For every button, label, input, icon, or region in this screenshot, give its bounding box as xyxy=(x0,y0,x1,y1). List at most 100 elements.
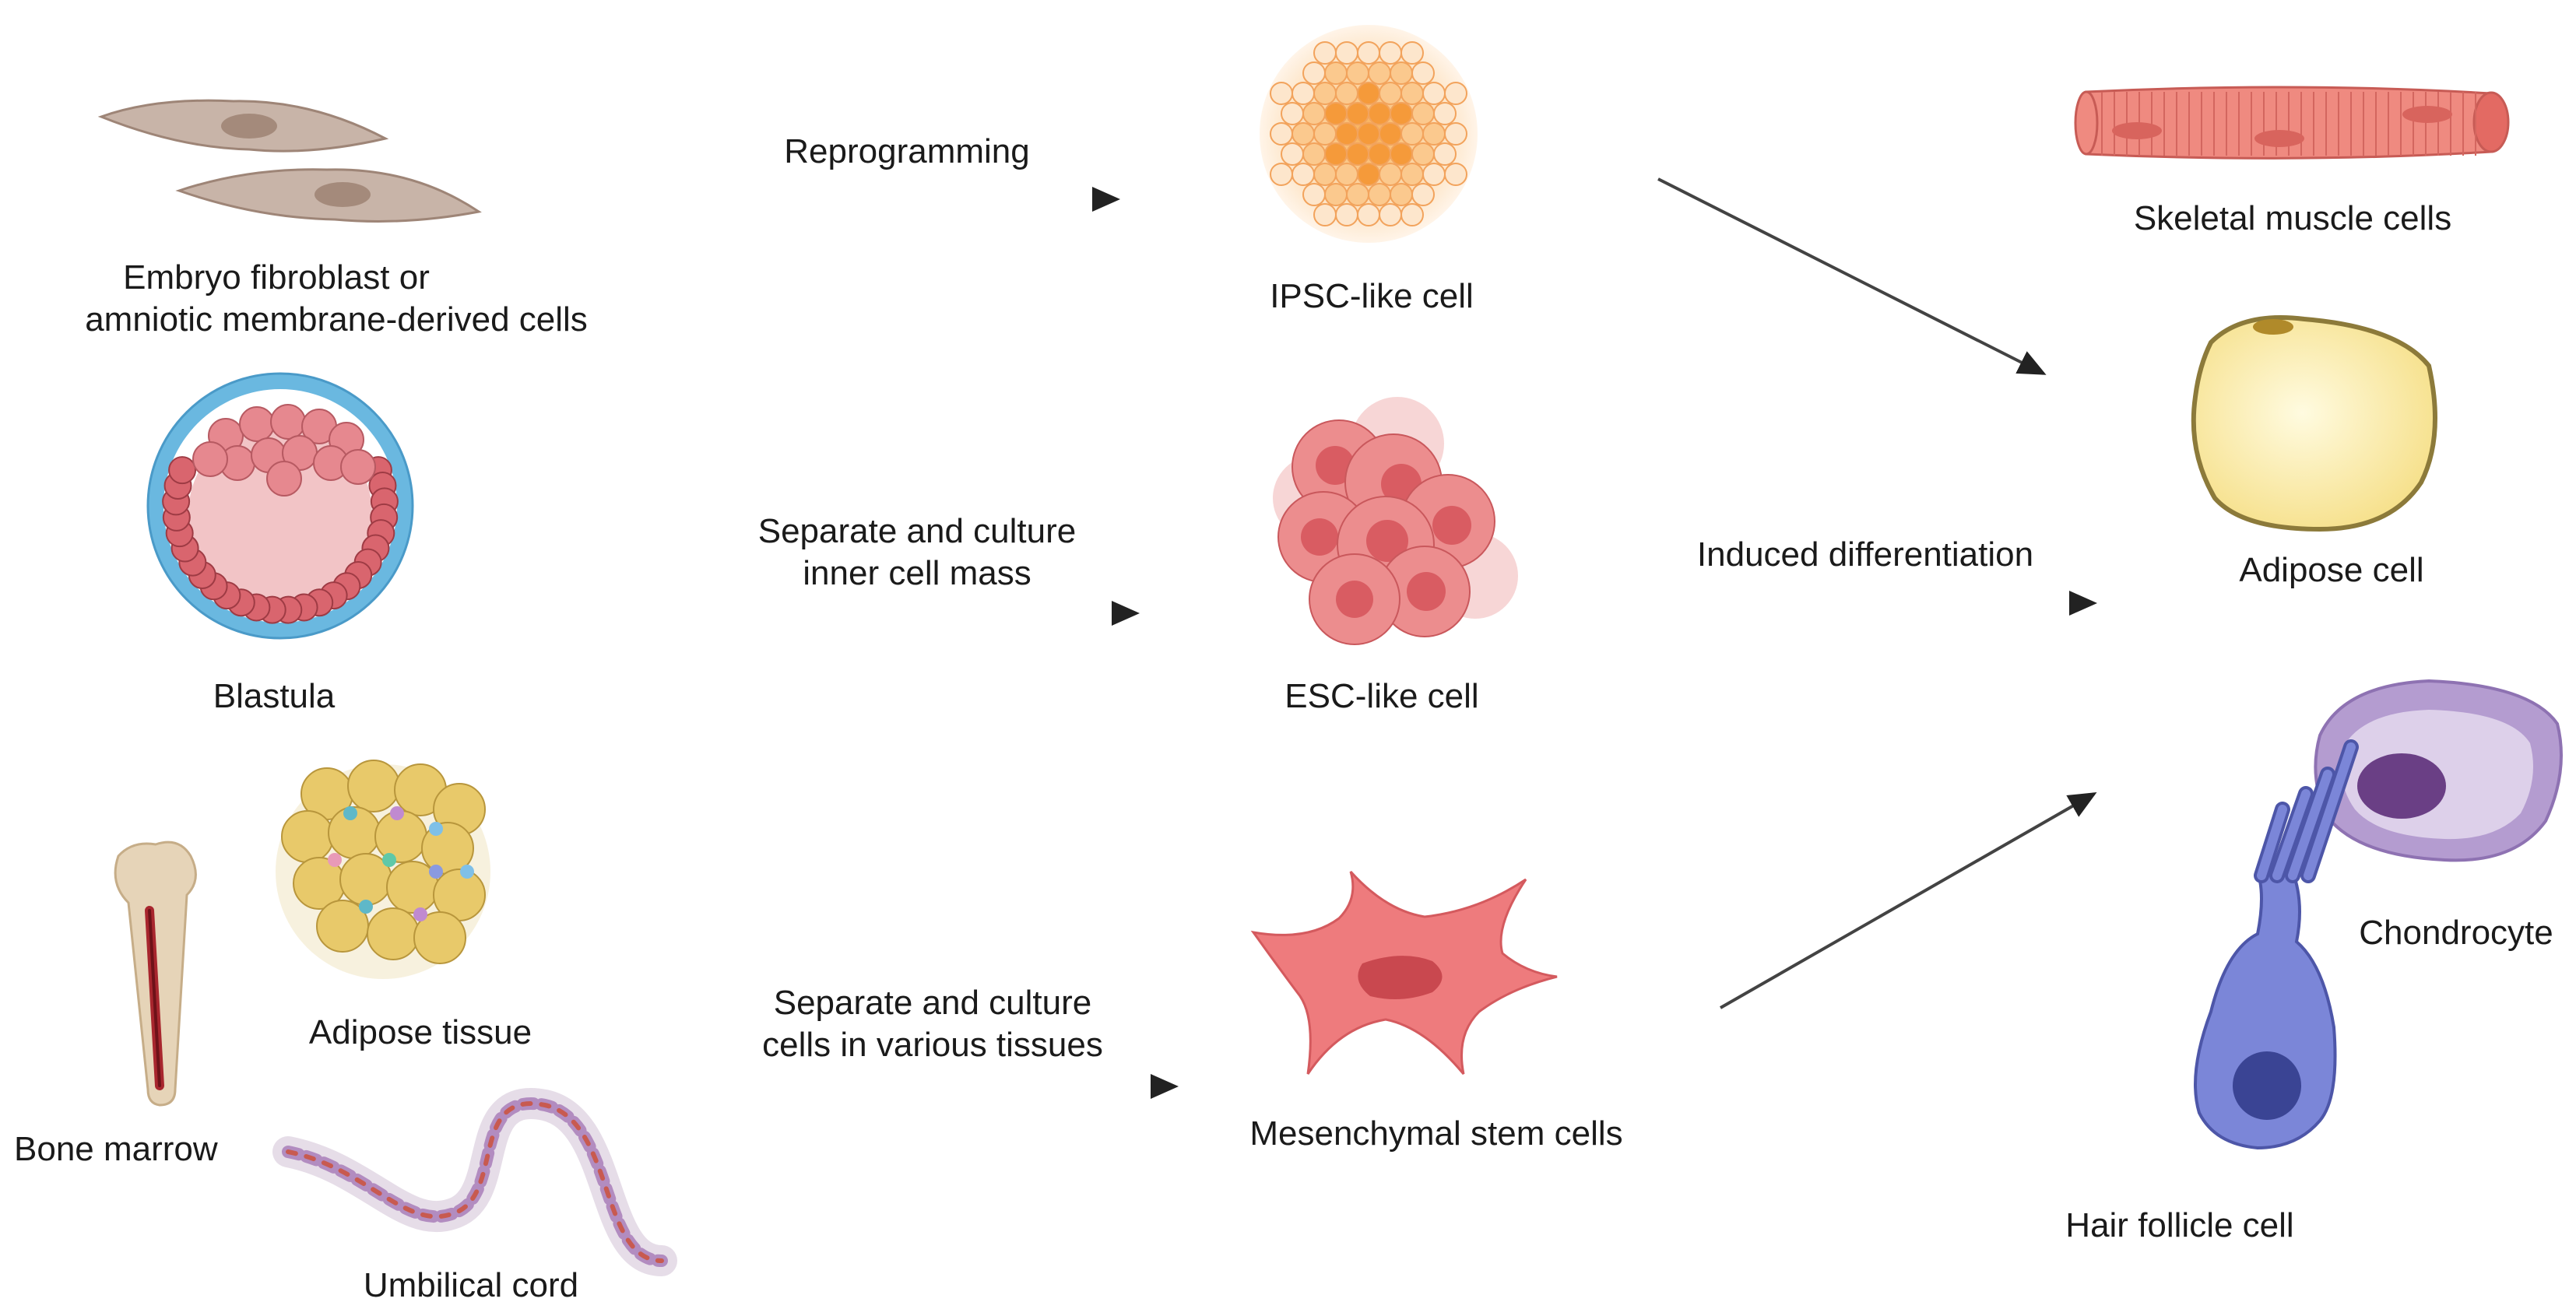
ipsc-colony-cell xyxy=(1379,163,1402,186)
blastula-cell xyxy=(168,456,197,485)
ipsc-colony-cell xyxy=(1368,61,1391,85)
umbilical-cord-illustration xyxy=(272,1088,677,1276)
ipsc-colony-cell xyxy=(1346,142,1369,166)
label-adipose-tissue: Adipose tissue xyxy=(308,1013,532,1051)
ipsc-colony-cell xyxy=(1411,142,1435,166)
arrows xyxy=(685,177,2097,1099)
ipsc-colony-cell xyxy=(1270,163,1293,186)
arrow-ipsc-to-adipose xyxy=(1657,177,2047,375)
bone-marrow-illustration xyxy=(114,840,197,1107)
label-msc: Mesenchymal stem cells xyxy=(1249,1114,1623,1153)
ipsc-colony-cell xyxy=(1379,41,1402,65)
ipsc-colony-cell xyxy=(1357,203,1380,226)
ipsc-colony-cell xyxy=(1379,122,1402,146)
msc-illustration xyxy=(1250,870,1558,1075)
ipsc-colony-cell xyxy=(1400,163,1424,186)
inner-cell-mass-cell xyxy=(340,449,376,485)
label-blastula: Blastula xyxy=(213,677,336,715)
chondrocyte-illustration xyxy=(2314,679,2563,862)
ipsc-colony-cell xyxy=(1444,82,1467,105)
label-bone-marrow: Bone marrow xyxy=(14,1130,218,1168)
ipsc-colony-cell xyxy=(1400,41,1424,65)
inner-cell-mass-cell xyxy=(266,461,302,497)
ipsc-colony-cell xyxy=(1390,61,1413,85)
ipsc-colony-cell xyxy=(1270,82,1293,105)
ipsc-colony-cell xyxy=(1313,122,1337,146)
label-ipsc: IPSC-like cell xyxy=(1270,277,1474,315)
ipsc-colony-cell xyxy=(1357,122,1380,146)
adipose-stromal-cell xyxy=(460,865,474,879)
ipsc-colony-cell xyxy=(1368,183,1391,206)
label-fibroblast-line1: Embryo fibroblast or xyxy=(123,258,430,297)
ipsc-colony-cell xyxy=(1422,163,1446,186)
adipose-stromal-cell xyxy=(429,865,443,879)
adipose-stromal-cell xyxy=(328,853,342,867)
inner-cell-mass-cell xyxy=(192,441,228,477)
fibroblast-cells xyxy=(97,99,482,223)
adipocyte-lobule xyxy=(413,911,466,964)
ipsc-like-cell-illustration xyxy=(1260,25,1478,243)
ipsc-colony-cell xyxy=(1433,102,1457,125)
label-hair-follicle: Hair follicle cell xyxy=(2065,1206,2294,1244)
ipsc-colony-cell xyxy=(1368,142,1391,166)
ipsc-colony-cell xyxy=(1400,203,1424,226)
ipsc-colony-cell xyxy=(1302,61,1326,85)
label-umbilical-cord: Umbilical cord xyxy=(363,1266,579,1304)
ipsc-colony-cell xyxy=(1390,102,1413,125)
hair-follicle-cell-illustration xyxy=(2194,739,2359,1150)
ipsc-colony-cell xyxy=(1379,82,1402,105)
ipsc-colony-cell xyxy=(1302,142,1326,166)
adipose-tissue-illustration xyxy=(276,760,490,979)
ipsc-colony-cell xyxy=(1302,102,1326,125)
ipsc-colony-cell xyxy=(1281,102,1304,125)
ipsc-colony-cell xyxy=(1411,102,1435,125)
inner-cell-mass-cell xyxy=(270,404,306,440)
adipose-stromal-cell xyxy=(382,853,396,867)
label-esc: ESC-like cell xyxy=(1284,677,1479,715)
ipsc-colony-cell xyxy=(1411,183,1435,206)
label-chondrocyte: Chondrocyte xyxy=(2359,914,2553,952)
ipsc-colony-cell xyxy=(1400,122,1424,146)
adipose-cell-illustration xyxy=(2191,315,2437,532)
label-inner-cell-mass-line2: inner cell mass xyxy=(803,554,1031,592)
ipsc-colony-cell xyxy=(1346,102,1369,125)
ipsc-colony-cell xyxy=(1292,163,1315,186)
adipocyte-lobule xyxy=(281,810,334,863)
ipsc-colony-cell xyxy=(1313,163,1337,186)
label-induced-differentiation: Induced differentiation xyxy=(1696,535,2034,574)
ipsc-colony-cell xyxy=(1357,163,1380,186)
label-adipose-cell: Adipose cell xyxy=(2239,551,2424,589)
ipsc-colony-cell xyxy=(1281,142,1304,166)
adipose-stromal-cell xyxy=(390,806,404,820)
ipsc-colony-cell xyxy=(1292,82,1315,105)
ipsc-colony-cell xyxy=(1270,122,1293,146)
ipsc-colony-cell xyxy=(1324,142,1348,166)
blastula-illustration xyxy=(146,372,414,640)
ipsc-colony-cell xyxy=(1346,61,1369,85)
ipsc-colony-cell xyxy=(1400,82,1424,105)
ipsc-colony-cell xyxy=(1292,122,1315,146)
adipose-stromal-cell xyxy=(343,806,357,820)
ipsc-colony-cell xyxy=(1444,122,1467,146)
esc-like-cell-illustration xyxy=(1273,397,1518,645)
ipsc-colony-cell xyxy=(1313,203,1337,226)
arrow-msc-to-targets xyxy=(1720,792,2097,1009)
ipsc-colony-cell xyxy=(1313,82,1337,105)
ipsc-colony-cell xyxy=(1379,203,1402,226)
label-various-tissues-line2: cells in various tissues xyxy=(762,1026,1103,1064)
ipsc-colony-cell xyxy=(1368,102,1391,125)
label-reprogramming: Reprogramming xyxy=(784,132,1030,170)
label-inner-cell-mass-line1: Separate and culture xyxy=(757,512,1077,550)
ipsc-colony-cell xyxy=(1335,163,1358,186)
ipsc-colony-cell xyxy=(1324,102,1348,125)
ipsc-colony-cell xyxy=(1422,82,1446,105)
ipsc-colony-cell xyxy=(1324,183,1348,206)
ipsc-colony-cell xyxy=(1433,142,1457,166)
ipsc-colony-cell xyxy=(1444,163,1467,186)
adipocyte-lobule xyxy=(367,907,420,960)
ipsc-colony-cell xyxy=(1390,142,1413,166)
adipose-stromal-cell xyxy=(429,822,443,836)
adipose-stromal-cell xyxy=(359,900,373,914)
